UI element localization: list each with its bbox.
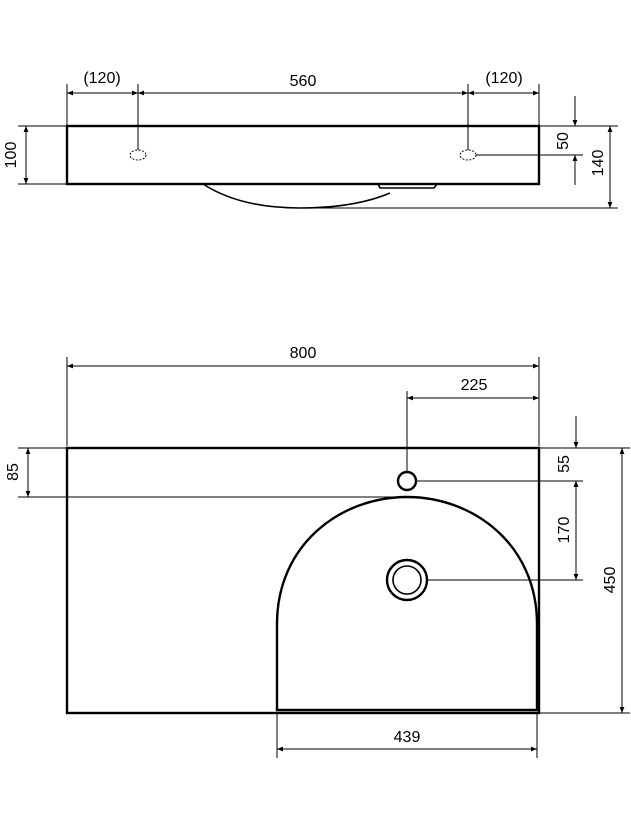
side-view-mount-hole-left xyxy=(129,149,147,161)
dim-text-left-offset: 85 xyxy=(5,463,22,481)
top-view-tap-hole xyxy=(396,470,418,492)
top-view: 800 225 85 55 170 450 439 xyxy=(5,345,630,758)
dim-text-bowl-width: 439 xyxy=(394,729,421,746)
dim-text-height: 100 xyxy=(3,142,20,169)
dim-text-center: 560 xyxy=(290,73,317,90)
side-view: (120) 560 (120) 100 50 140 xyxy=(3,70,618,209)
dim-text-tap-from-edge: 55 xyxy=(556,455,573,473)
dim-text-depth: 450 xyxy=(602,567,619,594)
dim-text-hole-depth: 50 xyxy=(555,132,572,150)
dim-text-right-overhang: (120) xyxy=(485,70,522,87)
dim-text-tap-offset: 225 xyxy=(461,377,488,394)
dim-text-drain-offset: 170 xyxy=(556,517,573,544)
top-view-bowl xyxy=(275,495,539,712)
dim-text-width: 800 xyxy=(290,345,317,362)
side-view-mount-hole-right xyxy=(459,149,477,161)
top-view-drain-inner xyxy=(392,565,422,595)
dim-text-total-height: 140 xyxy=(590,150,607,177)
side-view-drain-lip xyxy=(377,183,438,189)
side-view-bowl-underside xyxy=(202,183,391,209)
dim-text-left-overhang: (120) xyxy=(83,70,120,87)
